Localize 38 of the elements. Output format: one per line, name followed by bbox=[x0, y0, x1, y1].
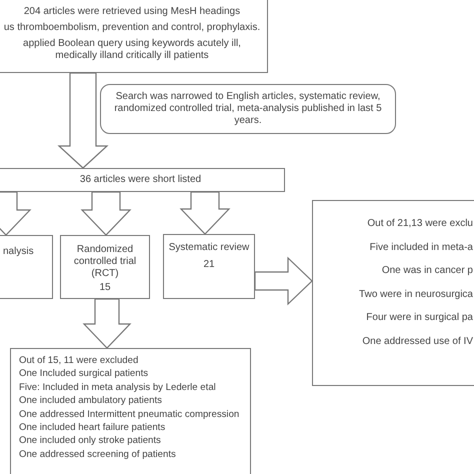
block-arrow bbox=[82, 298, 132, 349]
node-text: One included heart failure patients bbox=[19, 422, 166, 434]
process-box bbox=[0, 168, 285, 192]
node-text: Five: Included in meta analysis by Lederle etal bbox=[19, 382, 217, 394]
node-text: Systematic review bbox=[168, 242, 250, 254]
process-box bbox=[0, 0, 268, 73]
note-box bbox=[100, 84, 396, 134]
node-text: Four were in surgical pa bbox=[366, 312, 473, 324]
block-arrow bbox=[57, 72, 109, 169]
node-text: 21 bbox=[202, 259, 216, 271]
process-box bbox=[312, 200, 474, 386]
block-arrow bbox=[180, 191, 230, 235]
node-text: 15 bbox=[98, 282, 112, 294]
node-text: Two were in neurosurgica bbox=[359, 288, 473, 300]
process-box bbox=[0, 235, 53, 299]
node-text: One was in cancer p bbox=[382, 265, 473, 277]
node-text: One addressed use of IV bbox=[362, 336, 473, 348]
node-text: Out of 15, 11 were excluded bbox=[19, 355, 140, 367]
node-text: One included only stroke patients bbox=[19, 435, 162, 448]
node-text: One Included surgical patients bbox=[19, 368, 150, 380]
block-arrow bbox=[80, 191, 132, 236]
process-box bbox=[10, 348, 251, 474]
block-arrow bbox=[0, 191, 32, 236]
node-text: One addressed Intermittent pneumatic compression bbox=[19, 408, 240, 421]
node-text: nalysis bbox=[3, 246, 35, 258]
node-text: Randomized controlled trial (RCT) bbox=[72, 244, 138, 280]
process-box bbox=[60, 235, 150, 299]
node-text: Five included in meta-a bbox=[370, 242, 473, 254]
process-box bbox=[163, 234, 255, 299]
node-text: Out of 21,13 were exclu bbox=[367, 218, 473, 230]
node-text: Search was narrowed to English articles, systematic review, randomized controlled trial, meta-analysis published in last 5 years. bbox=[113, 91, 383, 127]
node-text: 36 articles were short listed bbox=[78, 174, 202, 186]
node-text: applied Boolean query using keywords acutely ill, medically illand critically ill patients bbox=[22, 38, 242, 62]
node-text: One addressed screening of patients bbox=[19, 448, 177, 461]
node-text: One included ambulatory patients bbox=[19, 395, 163, 408]
node-text: 204 articles were retrieved using MesH headings bbox=[22, 6, 242, 18]
node-text: us thromboembolism, prevention and control, prophylaxis. bbox=[2, 22, 262, 34]
block-arrow bbox=[254, 256, 313, 306]
